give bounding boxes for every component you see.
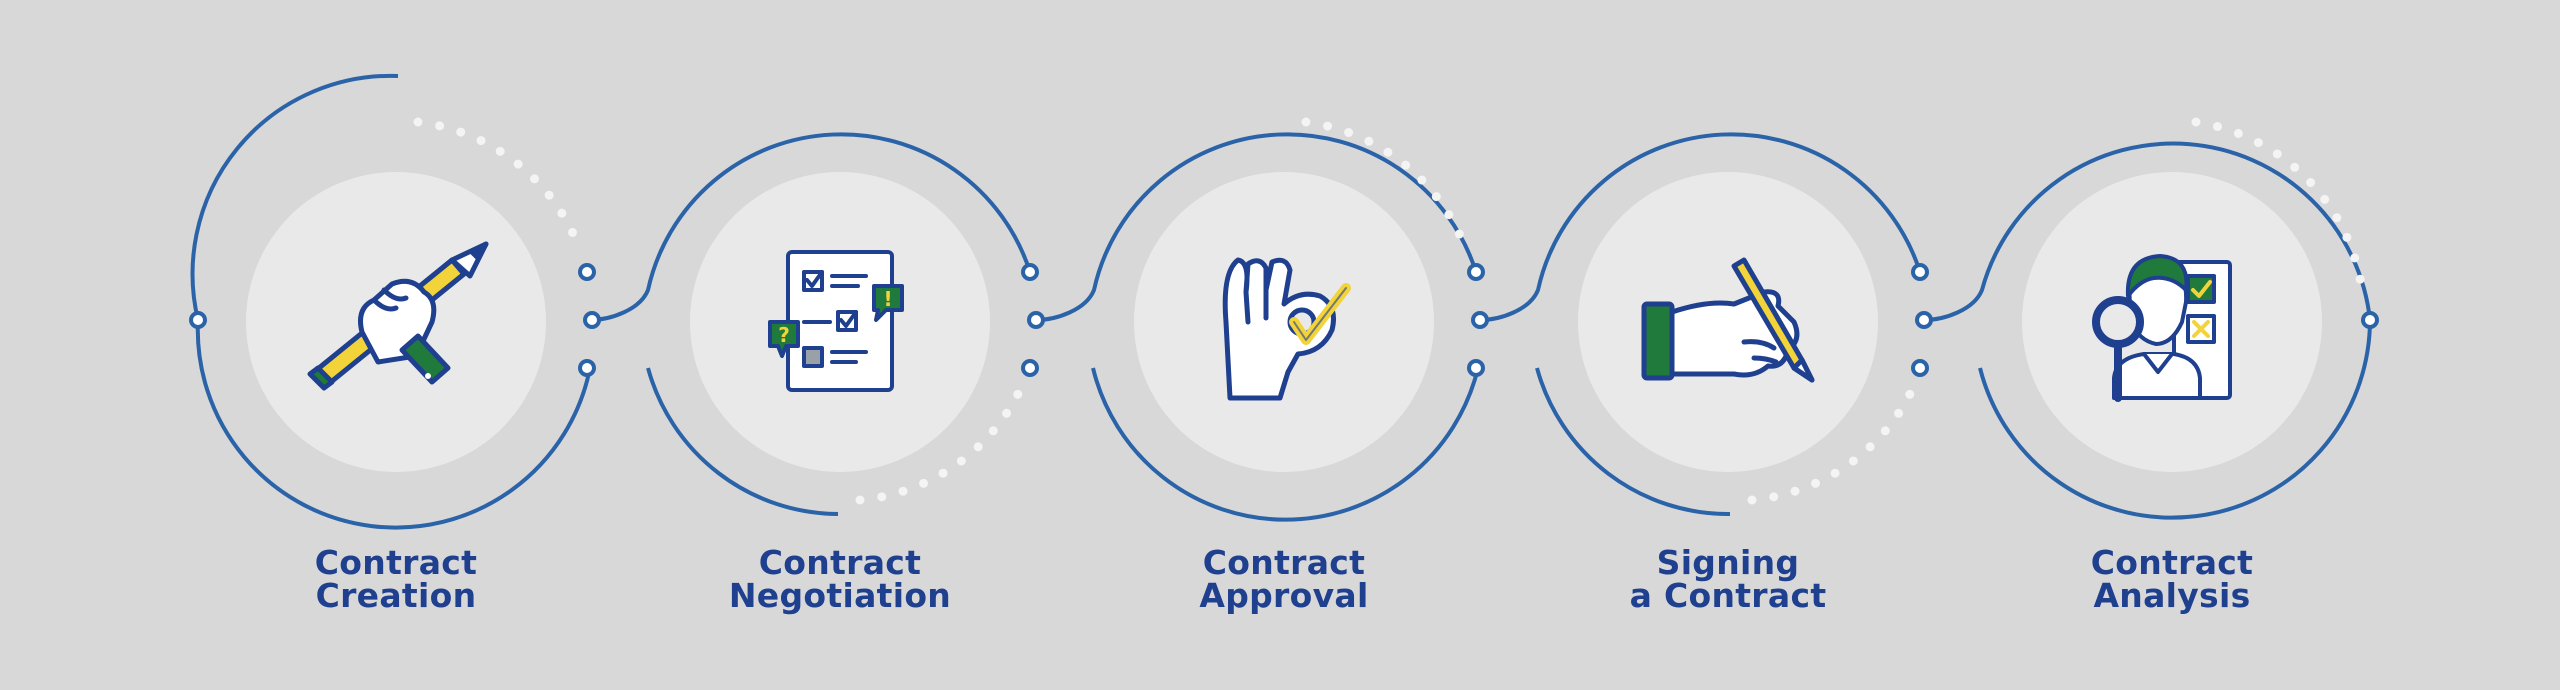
- step-contract-creation: Contract Creation: [196, 0, 596, 690]
- step-icon-circle: [2022, 172, 2322, 472]
- ok-hand-icon: [1134, 172, 1434, 472]
- step-label-line2: Approval: [1199, 576, 1369, 615]
- step-icon-circle: [1134, 172, 1434, 472]
- step-contract-analysis: Contract Analysis: [1972, 0, 2372, 690]
- step-label-line2: a Contract: [1629, 576, 1827, 615]
- step-label-line2: Creation: [315, 576, 477, 615]
- step-label-line1: Signing: [1656, 543, 1800, 582]
- step-label-line1: Contract: [758, 543, 922, 582]
- ring-nodes: [578, 263, 2379, 377]
- step-label: Contract Negotiation: [640, 546, 1040, 612]
- pencil-hand-icon: [246, 172, 546, 472]
- step-label-line1: Contract: [2090, 543, 2254, 582]
- ring-node: [189, 311, 207, 329]
- checklist-document-icon: ! ?: [690, 172, 990, 472]
- question-glyph: ?: [778, 323, 790, 347]
- step-icon-circle: ! ?: [690, 172, 990, 472]
- step-label: Signing a Contract: [1528, 546, 1928, 612]
- step-label-line1: Contract: [314, 543, 478, 582]
- ring-1: [189, 73, 592, 530]
- connector-3-4: [1479, 132, 1922, 322]
- step-label-line2: Analysis: [2093, 576, 2251, 615]
- step-contract-negotiation: ! ? Contract Negotiation: [640, 0, 1040, 690]
- signing-hand-icon: [1578, 172, 1878, 472]
- connector-2-3: [1035, 132, 1478, 322]
- connector-1-2: [589, 132, 1032, 322]
- step-signing-a-contract: Signing a Contract: [1528, 0, 1928, 690]
- exclamation-glyph: !: [883, 287, 892, 311]
- step-icon-circle: [1578, 172, 1878, 472]
- step-label-line1: Contract: [1202, 543, 1366, 582]
- analyst-magnifier-icon: [2022, 172, 2322, 472]
- connector-4-5: [1923, 141, 2372, 322]
- dotted-arcs: [413, 117, 2367, 505]
- step-label: Contract Creation: [196, 546, 596, 612]
- step-label-line2: Negotiation: [728, 576, 952, 615]
- step-contract-approval: Contract Approval: [1084, 0, 1484, 690]
- step-icon-circle: [246, 172, 546, 472]
- step-label: Contract Approval: [1084, 546, 1484, 612]
- step-label: Contract Analysis: [1972, 546, 2372, 612]
